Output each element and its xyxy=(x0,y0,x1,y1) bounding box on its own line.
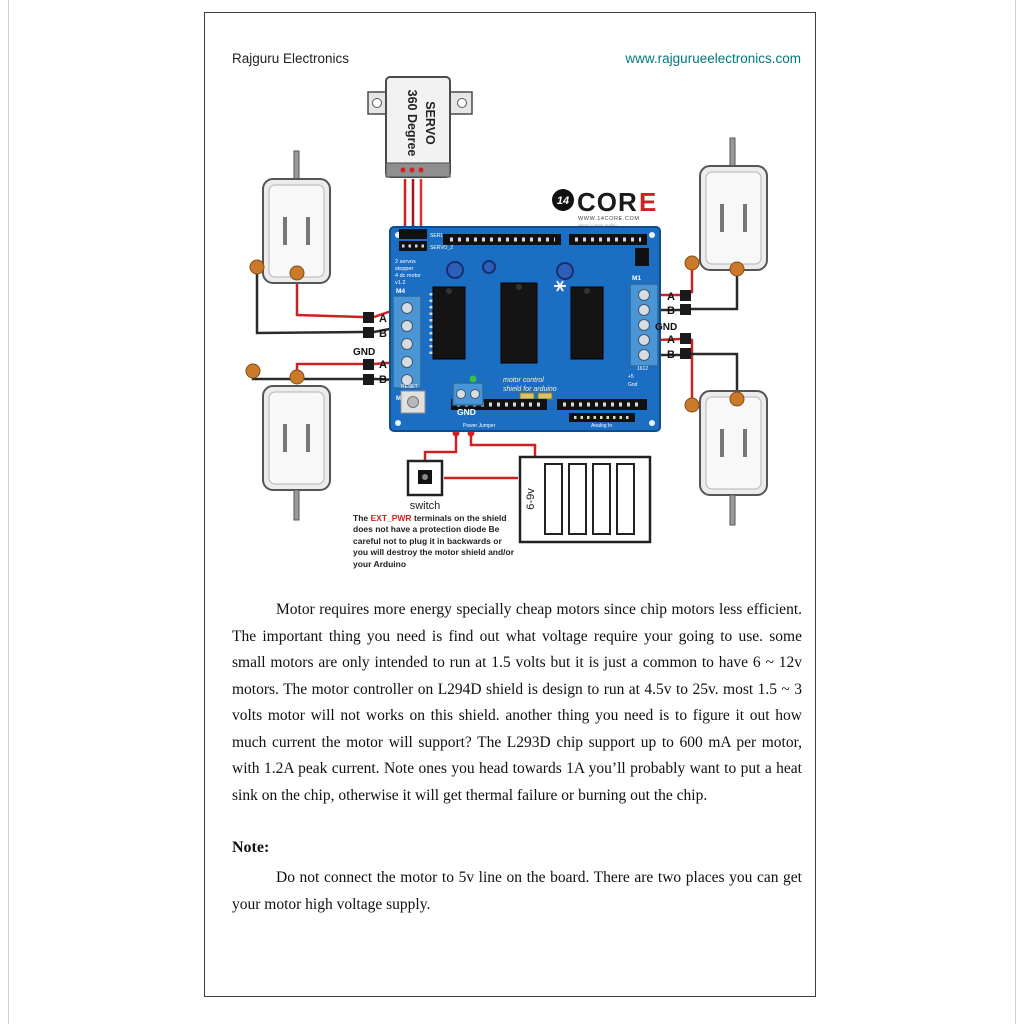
terminal-label-a: A xyxy=(667,334,675,346)
terminal-square-b xyxy=(680,348,691,359)
terminal-square-a xyxy=(680,333,691,344)
terminal-square-a xyxy=(680,290,691,301)
document-page: Rajguru Electronics www.rajgurueelectron… xyxy=(204,12,816,997)
power-switch: switch xyxy=(406,459,444,512)
board-feature-4: v1.2 xyxy=(395,280,405,286)
servo-motor: 360 Degree SERVO xyxy=(367,76,473,234)
warning-text-pre: The xyxy=(353,513,371,523)
body-paragraph: Motor requires more energy specially che… xyxy=(232,601,802,804)
board-plus5-label: +5 xyxy=(628,374,634,380)
terminal-square-a xyxy=(363,359,374,370)
servo-header-1 xyxy=(399,229,427,239)
board-feature-3: 4 dc motor xyxy=(395,273,421,279)
page-edge-right xyxy=(1015,0,1016,1024)
battery-label: 6-9v xyxy=(525,488,537,510)
terminal-label-b: B xyxy=(379,374,387,386)
board-power-jumper-label: Power Jumper xyxy=(463,423,496,429)
page-edge-left xyxy=(8,0,9,1024)
driver-ic-3 xyxy=(570,286,604,360)
motor-terminal-dot xyxy=(684,397,700,413)
pin-header-bottom-right xyxy=(557,399,647,410)
board-title-1: motor control xyxy=(503,377,544,384)
logo-14core: 14 COR E WWW.14CORE.COM ideas comes real… xyxy=(552,187,656,228)
warning-note: The EXT_PWR terminals on the shield does… xyxy=(353,513,515,570)
servo-label-line2: SERVO xyxy=(423,101,437,145)
terminal-square-b xyxy=(363,327,374,338)
capacitor xyxy=(446,261,464,279)
terminal-label-b: B xyxy=(667,349,675,361)
board-label-ser2: SERVO_2 xyxy=(430,245,453,251)
company-name: Rajguru Electronics xyxy=(232,51,350,66)
servo-label-line1: 360 Degree xyxy=(405,90,419,157)
power-wires xyxy=(423,429,537,480)
terminal-label-gnd: GND xyxy=(353,347,375,358)
motor-top-right xyxy=(684,137,768,277)
motor-terminal-dot xyxy=(249,259,265,275)
led-indicator xyxy=(469,375,477,383)
board-analog-in-label: Analog In xyxy=(591,423,612,429)
battery: 6-9v xyxy=(518,455,652,544)
motor-shaft xyxy=(293,489,300,521)
logo-text-e: E xyxy=(639,187,656,217)
motor-shaft xyxy=(293,150,300,182)
motor-terminal-dot xyxy=(729,391,745,407)
terminal-square-b xyxy=(680,304,691,315)
logo-website: WWW.14CORE.COM xyxy=(578,216,640,222)
terminal-label-b: B xyxy=(379,328,387,340)
motor-top-left xyxy=(249,150,331,284)
motor-shield-board: SER1 SERVO_2 2 servos stepper 4 dc motor… xyxy=(389,226,661,432)
servo-header-2 xyxy=(399,241,427,251)
note-label: Note: xyxy=(232,839,270,856)
motor-bottom-right xyxy=(684,390,768,526)
motor-terminal-dot xyxy=(289,265,305,281)
note-paragraph: Do not connect the motor to 5v line on t… xyxy=(232,869,802,913)
terminal-square-a xyxy=(363,312,374,323)
board-gnd-label: GND xyxy=(457,407,476,417)
logo-text-cor: COR xyxy=(577,187,638,217)
motor-terminal-dot xyxy=(729,261,745,277)
motor-terminal-dot xyxy=(289,369,305,385)
component-star xyxy=(554,280,566,292)
pin-header-top-left xyxy=(443,234,561,245)
motor-bottom-left xyxy=(245,363,331,521)
board-gnd-small-label: Gnd xyxy=(628,382,638,388)
driver-ic-1 xyxy=(432,286,466,360)
board-title-2: shield for arduino xyxy=(503,386,557,393)
logo-badge: 14 xyxy=(557,195,569,207)
terminal-square-b xyxy=(363,374,374,385)
board-feature-1: 2 servos xyxy=(395,259,416,265)
driver-ic-2 xyxy=(500,282,538,364)
board-label-m1: M1 xyxy=(632,275,641,282)
terminals-right: A B GND A B xyxy=(655,290,691,361)
board-label-ser1: SER1 xyxy=(430,233,443,239)
jumper-block xyxy=(635,248,649,266)
resistor xyxy=(537,392,553,400)
wiring-diagram: 360 Degree SERVO 14 COR E WWW.14CORE.COM… xyxy=(245,76,768,544)
board-code: 1612 xyxy=(637,366,648,372)
terminal-label-a: A xyxy=(379,359,387,371)
terminal-label-a: A xyxy=(667,291,675,303)
warning-ext-pwr: EXT_PWR xyxy=(370,513,412,523)
motor-terminal-dot xyxy=(245,363,261,379)
terminal-label-a: A xyxy=(379,313,387,325)
board-feature-2: stepper xyxy=(395,266,414,272)
motor-shaft xyxy=(729,137,736,169)
terminals-left: A B GND A B xyxy=(353,312,387,386)
switch-label: switch xyxy=(410,500,441,512)
website-link: www.rajgurueelectronics.com xyxy=(625,51,801,66)
board-label-m4: M4 xyxy=(396,288,405,295)
capacitor xyxy=(482,260,496,274)
motor-shaft xyxy=(729,494,736,526)
motor-terminal-dot xyxy=(684,255,700,271)
terminal-label-b: B xyxy=(667,305,675,317)
logo-tagline: ideas comes reality xyxy=(578,223,617,228)
resistor xyxy=(519,392,535,400)
logo-badge-circle xyxy=(552,189,574,211)
warning-text-post: terminals on the shield does not have a … xyxy=(353,513,515,569)
capacitor xyxy=(556,262,574,280)
terminal-label-gnd: GND xyxy=(655,322,677,333)
reset-label: RESET xyxy=(401,384,418,390)
ext-pwr-terminal xyxy=(452,382,484,406)
